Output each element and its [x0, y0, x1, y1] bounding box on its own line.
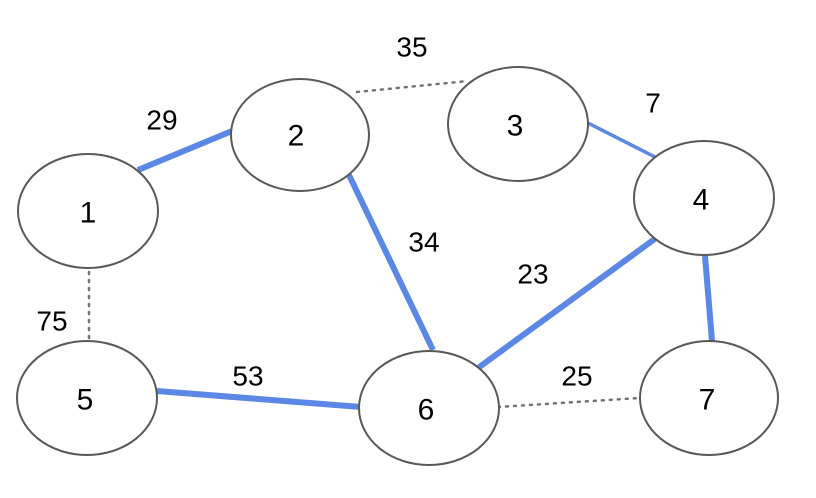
- edge-2-3: [355, 79, 470, 94]
- nodes-layer: 1 2 3 4 5 6 7: [16, 66, 779, 466]
- edge-2-6: [346, 173, 436, 352]
- weight-2-3: 35: [396, 32, 427, 63]
- weight-4-6: 23: [517, 259, 548, 290]
- edge-4-7: [702, 255, 715, 342]
- node-1-label: 1: [80, 197, 97, 230]
- weight-6-7: 25: [561, 361, 592, 392]
- node-5[interactable]: 5: [16, 340, 158, 456]
- edge-3-4: [585, 120, 656, 159]
- node-1-circle: [17, 153, 159, 269]
- weight-1-5: 75: [36, 306, 67, 337]
- edge-1-2: [136, 128, 234, 173]
- weight-5-6: 53: [232, 361, 263, 392]
- node-6[interactable]: 6: [358, 350, 500, 466]
- node-6-circle: [358, 350, 500, 466]
- weights-layer: 29 35 7 34 23 75 53 25: [36, 32, 660, 392]
- weight-1-2: 29: [146, 105, 177, 136]
- node-3-label: 3: [507, 110, 524, 143]
- node-5-label: 5: [77, 384, 94, 417]
- node-3[interactable]: 3: [447, 66, 589, 182]
- node-4-label: 4: [693, 184, 710, 217]
- node-4[interactable]: 4: [633, 140, 775, 256]
- node-5-circle: [16, 340, 158, 456]
- node-2[interactable]: 2: [230, 78, 370, 192]
- node-4-circle: [633, 140, 775, 256]
- node-2-label: 2: [288, 120, 305, 153]
- edge-6-7: [496, 396, 641, 409]
- node-7-circle: [639, 340, 779, 456]
- edges-layer: [87, 79, 715, 410]
- node-6-label: 6: [418, 394, 435, 427]
- node-7[interactable]: 7: [639, 340, 779, 456]
- node-2-circle: [230, 78, 370, 192]
- edge-5-6: [156, 388, 362, 410]
- edge-4-6: [476, 235, 658, 371]
- node-7-label: 7: [699, 384, 716, 417]
- weight-3-4: 7: [645, 88, 661, 119]
- weight-2-6: 34: [408, 227, 439, 258]
- node-1[interactable]: 1: [17, 153, 159, 269]
- node-3-circle: [447, 66, 589, 182]
